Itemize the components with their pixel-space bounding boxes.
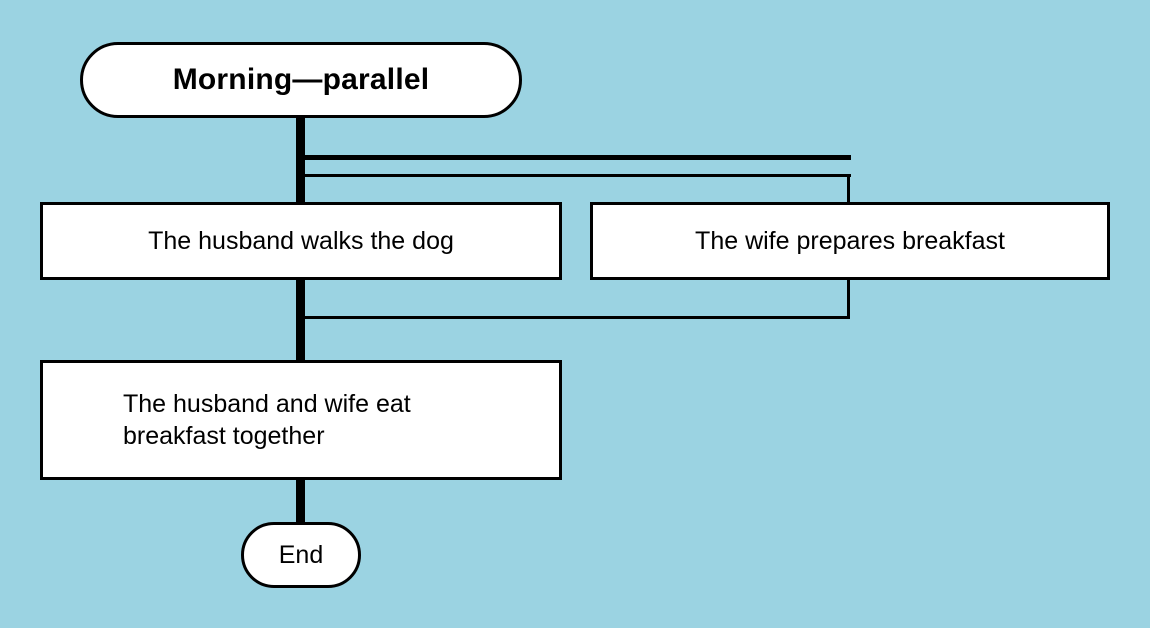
node-task-husband-walks-dog[interactable]: The husband walks the dog bbox=[40, 202, 562, 280]
node-start-label: Morning—parallel bbox=[172, 62, 430, 96]
node-task-eat-breakfast-together-label: The husband and wife eat breakfast toget… bbox=[123, 390, 411, 450]
node-task-wife-prepares-breakfast[interactable]: The wife prepares breakfast bbox=[590, 202, 1110, 280]
node-start-terminal[interactable]: Morning—parallel bbox=[80, 42, 522, 118]
connector-start-to-fork bbox=[296, 115, 305, 205]
connector-husband-task-to-join bbox=[296, 277, 305, 363]
join-rail bbox=[305, 316, 850, 319]
fork-rail-upper bbox=[305, 155, 851, 160]
fork-rail-lower bbox=[305, 174, 851, 177]
node-task-wife-prepares-breakfast-label: The wife prepares breakfast bbox=[695, 227, 1005, 255]
connector-fork-to-wife-task bbox=[847, 174, 850, 205]
connector-wife-task-to-join bbox=[847, 277, 850, 319]
connector-merge-task-to-end bbox=[296, 477, 305, 525]
node-task-eat-breakfast-together[interactable]: The husband and wife eat breakfast toget… bbox=[40, 360, 562, 480]
node-end-label: End bbox=[278, 541, 324, 569]
node-task-husband-walks-dog-label: The husband walks the dog bbox=[148, 227, 454, 255]
node-end-terminal[interactable]: End bbox=[241, 522, 361, 588]
